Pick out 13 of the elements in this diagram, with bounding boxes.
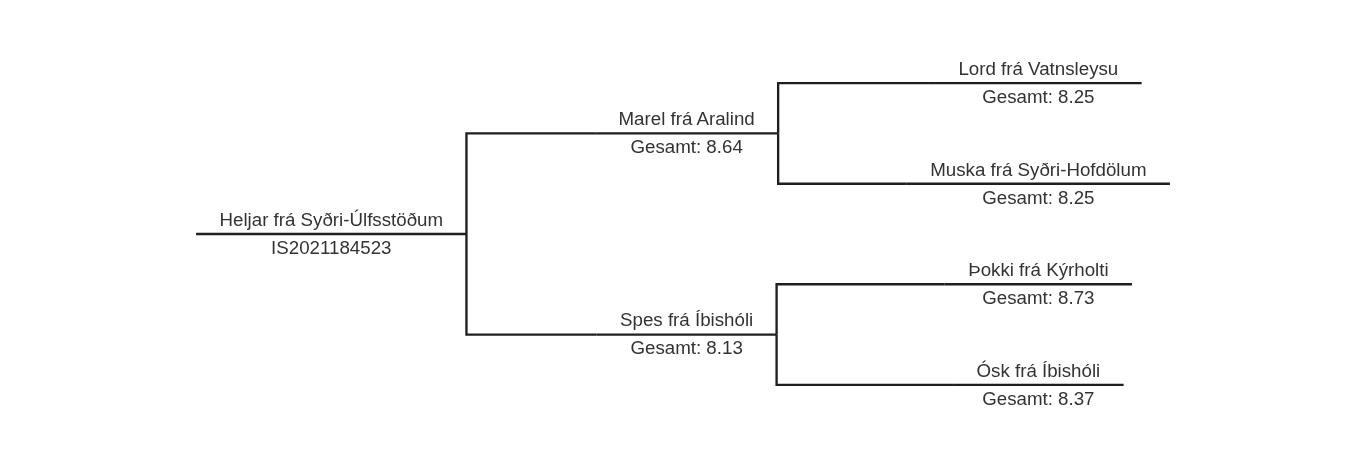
connector: [777, 133, 907, 185]
connector: [777, 81, 936, 134]
node-text: Heljar frá Syðri-Úlfsstöðum IS2021184523: [219, 209, 444, 258]
connector: [775, 283, 945, 335]
connector: [465, 132, 596, 234]
node-text: Þokki frá Kýrholti Gesamt: 8.73: [968, 259, 1109, 308]
connector: [775, 334, 954, 387]
node-text: Muska frá Syðri-Hofdölum Gesamt: 8.25: [930, 159, 1147, 208]
node-text: Spes frá Íbishóli Gesamt: 8.13: [620, 310, 754, 358]
node-text: Lord frá Vatnsleysu Gesamt: 8.25: [958, 58, 1119, 107]
connector: [465, 234, 597, 336]
node-text: Ósk frá Íbishóli Gesamt: 8.37: [976, 360, 1101, 409]
node-text: Marel frá Aralind Gesamt: 8.64: [618, 108, 755, 157]
